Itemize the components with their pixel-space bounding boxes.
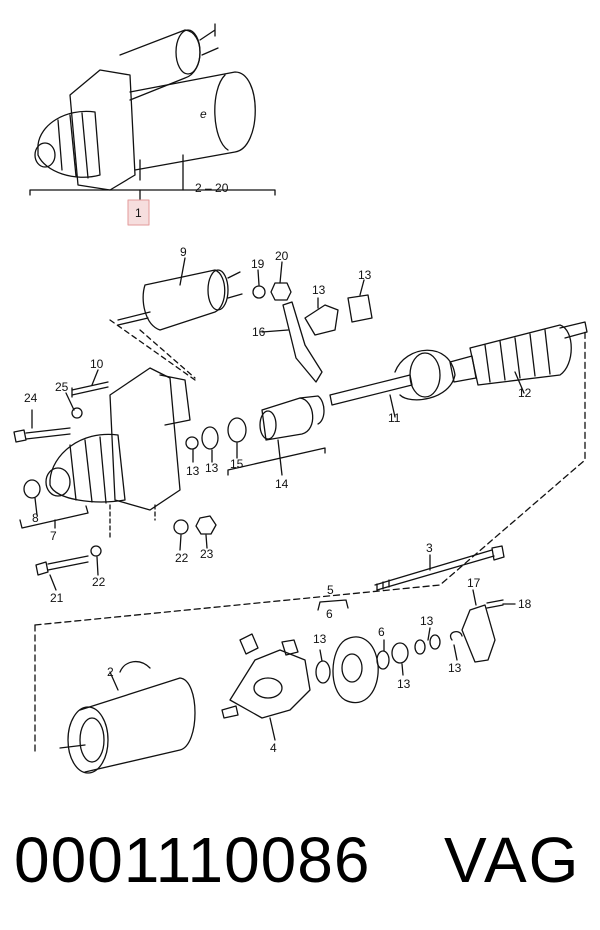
starter-assembly-drawing (29, 23, 276, 201)
label-22a: 22 (175, 551, 189, 565)
label-21: 21 (50, 591, 64, 605)
label-13b: 13 (358, 268, 372, 282)
label-4: 4 (270, 741, 277, 755)
label-13g: 13 (420, 614, 434, 628)
label-6b: 6 (378, 625, 385, 639)
cover-17-drawing (461, 604, 496, 663)
label-6a: 6 (326, 607, 333, 621)
bush-6-drawing (376, 650, 390, 670)
label-13f: 13 (397, 677, 411, 691)
label-10: 10 (90, 357, 104, 371)
label-12: 12 (518, 386, 532, 400)
ring-13e-drawing (414, 639, 426, 655)
label-23: 23 (200, 547, 214, 561)
label-11: 11 (388, 411, 401, 425)
bolt-21-drawing (35, 555, 89, 576)
label-14: 14 (275, 477, 289, 491)
label-8: 8 (32, 511, 39, 525)
ring-13d-drawing (391, 642, 409, 664)
armature-drawing (449, 321, 588, 386)
ring-13-drawing (185, 436, 199, 450)
assembly-range-label: 2 – 20 (195, 181, 229, 195)
label-22b: 22 (92, 575, 106, 589)
housing-mark: e (200, 107, 207, 121)
part-number-caption: 0001110086 (14, 824, 371, 896)
bush-15-drawing (227, 417, 247, 443)
stator-housing-drawing (67, 661, 196, 774)
ring-13f-drawing (429, 634, 441, 650)
label-15: 15 (230, 457, 244, 471)
label-13d: 13 (205, 461, 219, 475)
assembly-callout-box (127, 199, 150, 226)
through-bolt-drawing (374, 545, 505, 592)
washer-22b-drawing (173, 519, 189, 535)
label-18: 18 (518, 597, 532, 611)
label-24: 24 (24, 391, 38, 405)
bracket-13a-drawing (304, 304, 339, 336)
label-7: 7 (50, 529, 57, 543)
cap-13c-drawing (315, 660, 331, 684)
washer-19-drawing (252, 285, 266, 299)
bolt-24-drawing (13, 427, 71, 443)
label-13e: 13 (313, 632, 327, 646)
sleeve-13-drawing (201, 426, 219, 450)
solenoid-drawing (117, 269, 243, 331)
label-3: 3 (426, 541, 433, 555)
bolt-10-drawing (71, 381, 109, 398)
end-plate-drawing (332, 636, 379, 704)
label-13c: 13 (186, 464, 200, 478)
label-5: 5 (327, 583, 334, 597)
label-13a: 13 (312, 283, 326, 297)
label-19: 19 (251, 257, 265, 271)
brand-caption: VAG (444, 824, 581, 896)
assembly-callout-label: 1 (135, 206, 142, 220)
label-9: 9 (180, 245, 187, 259)
exploded-parts-diagram: e 2 – 20 1 9 19 20 13 13 16 10 25 24 12 … (13, 23, 588, 774)
nut-23-drawing (195, 515, 217, 535)
washer-25-drawing (71, 407, 83, 419)
label-17: 17 (467, 576, 481, 590)
drive-end-housing-drawing (45, 367, 191, 511)
screw-18-drawing (486, 599, 504, 609)
label-25: 25 (55, 380, 69, 394)
label-13h: 13 (448, 661, 462, 675)
block-13b-drawing (347, 294, 373, 323)
pinion-drawing (259, 395, 325, 441)
drive-shaft-drawing (329, 349, 456, 406)
bracket-14 (227, 447, 326, 476)
label-2: 2 (107, 665, 114, 679)
bush-8-drawing (23, 479, 41, 499)
label-16: 16 (252, 325, 266, 339)
bracket-7 (19, 505, 89, 529)
lever-16-drawing (282, 301, 323, 383)
washer-22a-drawing (90, 545, 102, 557)
brush-holder-drawing (221, 633, 311, 719)
clip-13g-drawing (449, 630, 463, 641)
label-20: 20 (275, 249, 289, 263)
nut-20-drawing (270, 282, 292, 301)
